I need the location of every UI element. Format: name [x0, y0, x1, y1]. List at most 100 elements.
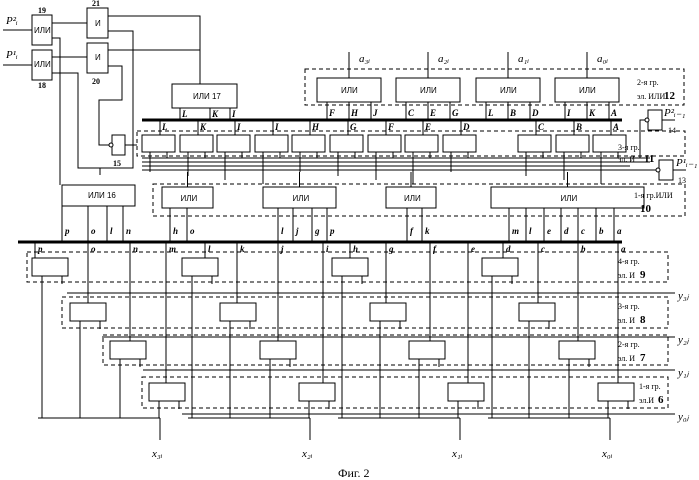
group11-input-label: F: [387, 122, 394, 132]
y-output-label: y₁ⱼ: [677, 367, 690, 379]
not-gate-14-bubble: [645, 118, 649, 122]
bus-input-label: p: [64, 226, 70, 236]
not-gate-13: [659, 160, 673, 180]
and-gate: [559, 341, 595, 359]
and-group-6: [142, 377, 668, 408]
group11-and-gate: [255, 135, 288, 152]
bus-input-label: l: [110, 226, 113, 236]
and-gate-20-label: И: [95, 53, 101, 62]
group11-and-gate: [292, 135, 325, 152]
bus-input-label: a: [617, 226, 622, 236]
group12-input-label: a₃ᵢ: [359, 53, 370, 65]
group10-or-gate-label: ИЛИ: [404, 194, 421, 203]
group11-and-gate: [443, 135, 476, 152]
group12-or-gate-label: ИЛИ: [420, 86, 437, 95]
bus-input-label: d: [564, 226, 569, 236]
p14-label: P²ᵢ₋₁: [663, 107, 686, 119]
group11-input-label: K: [199, 122, 207, 132]
group11-input-label: A: [612, 122, 619, 132]
group12-or-gate-label: ИЛИ: [579, 86, 596, 95]
and-group-number: 9: [640, 269, 646, 281]
or-gate-16-label: ИЛИ 16: [88, 191, 116, 200]
x-output-label: x₃ᵢ: [151, 448, 163, 460]
or-gate-19-label: ИЛИ: [34, 26, 51, 35]
group12-output-label: L: [487, 108, 494, 118]
and-gate: [260, 341, 296, 359]
and-group-number: 7: [640, 352, 646, 364]
group11-caption: 3-я гр.: [618, 143, 640, 152]
and-group-caption: 2-я гр.: [618, 340, 640, 349]
group12-output-label: C: [408, 108, 415, 118]
bus-input-label: l: [281, 226, 284, 236]
group11-and-gate: [556, 135, 589, 152]
group12-output-label: E: [429, 108, 436, 118]
bus-input-label: o: [91, 226, 96, 236]
group10-or-gate-label: ИЛИ: [293, 194, 310, 203]
and-gate: [32, 258, 68, 276]
and-gate: [598, 383, 634, 401]
group11-and-gate: [142, 135, 175, 152]
x-output-label: x₀ᵢ: [601, 448, 613, 460]
and-gate: [149, 383, 185, 401]
p13-label: P¹ᵢ₋₁: [675, 157, 698, 169]
group12-or-gate-label: ИЛИ: [341, 86, 358, 95]
group12-caption: 2-я гр.: [637, 78, 659, 87]
and-group-caption: эл. И: [618, 271, 635, 280]
group12-input-label: a₁ᵢ: [518, 53, 529, 65]
x-output-label: x₂ᵢ: [301, 448, 313, 460]
not-gate-13-bubble: [656, 168, 660, 172]
or17-output-label: L: [181, 109, 188, 119]
and-gate: [182, 258, 218, 276]
and-group-caption: 4-я гр.: [618, 257, 640, 266]
group11-input-label: C: [538, 122, 545, 132]
y-output-label: y₂ⱼ: [677, 334, 690, 346]
group10-or-gate-label: ИЛИ: [561, 194, 578, 203]
p2-input-label: P²ᵢ: [5, 15, 18, 27]
or17-output-label: K: [211, 109, 219, 119]
and-gate-21-label: И: [95, 19, 101, 28]
group10-caption: 1-я гр.ИЛИ: [634, 191, 673, 200]
group12-number: 12: [664, 90, 676, 102]
group11-input-label: I: [236, 122, 241, 132]
wire: [52, 38, 60, 185]
group12-caption: эл. ИЛИ: [637, 92, 665, 101]
not-gate-15-number: 15: [113, 159, 121, 168]
group12-output-label: K: [588, 108, 596, 118]
and-gate: [220, 303, 256, 321]
and-gate: [519, 303, 555, 321]
bus-input-label: l: [529, 226, 532, 236]
group11-input-label: D: [462, 122, 470, 132]
or-gate-17-label: ИЛИ 17: [193, 92, 221, 101]
group12-output-label: I: [566, 108, 571, 118]
and-gate-20-number: 20: [92, 77, 100, 86]
group11-and-gate: [368, 135, 401, 152]
not-gate-13-number: 13: [678, 176, 686, 185]
and-group-caption: 3-я гр.: [618, 302, 640, 311]
bus-input-label: n: [126, 226, 131, 236]
bus-input-label: o: [190, 226, 195, 236]
group11-and-gate: [330, 135, 363, 152]
group11-input-label: I: [274, 122, 279, 132]
bus-input-label: h: [173, 226, 178, 236]
or-gate-19-number: 19: [38, 6, 46, 15]
and-group-caption: эл. И: [618, 354, 635, 363]
group10-or-gate-label: ИЛИ: [181, 194, 198, 203]
bus-input-label: p: [329, 226, 335, 236]
and-gate: [409, 341, 445, 359]
wire: [52, 73, 100, 175]
and-group-8: [62, 297, 668, 328]
group10-number: 10: [640, 203, 652, 215]
bus-input-label: g: [314, 226, 320, 236]
y-output-label: y₃ⱼ: [677, 290, 690, 302]
not-gate-15-bubble: [109, 143, 113, 147]
or-gate-18-number: 18: [38, 81, 46, 90]
or17-output-label: I: [231, 109, 236, 119]
and-gate-21-number: 21: [92, 0, 100, 8]
and-group-caption: 1-я гр.: [639, 382, 661, 391]
group11-and-gate: [180, 135, 213, 152]
group12-output-label: B: [509, 108, 516, 118]
bus-input-label: k: [425, 226, 430, 236]
group12-output-label: F: [328, 108, 335, 118]
group11-input-label: L: [161, 122, 168, 132]
